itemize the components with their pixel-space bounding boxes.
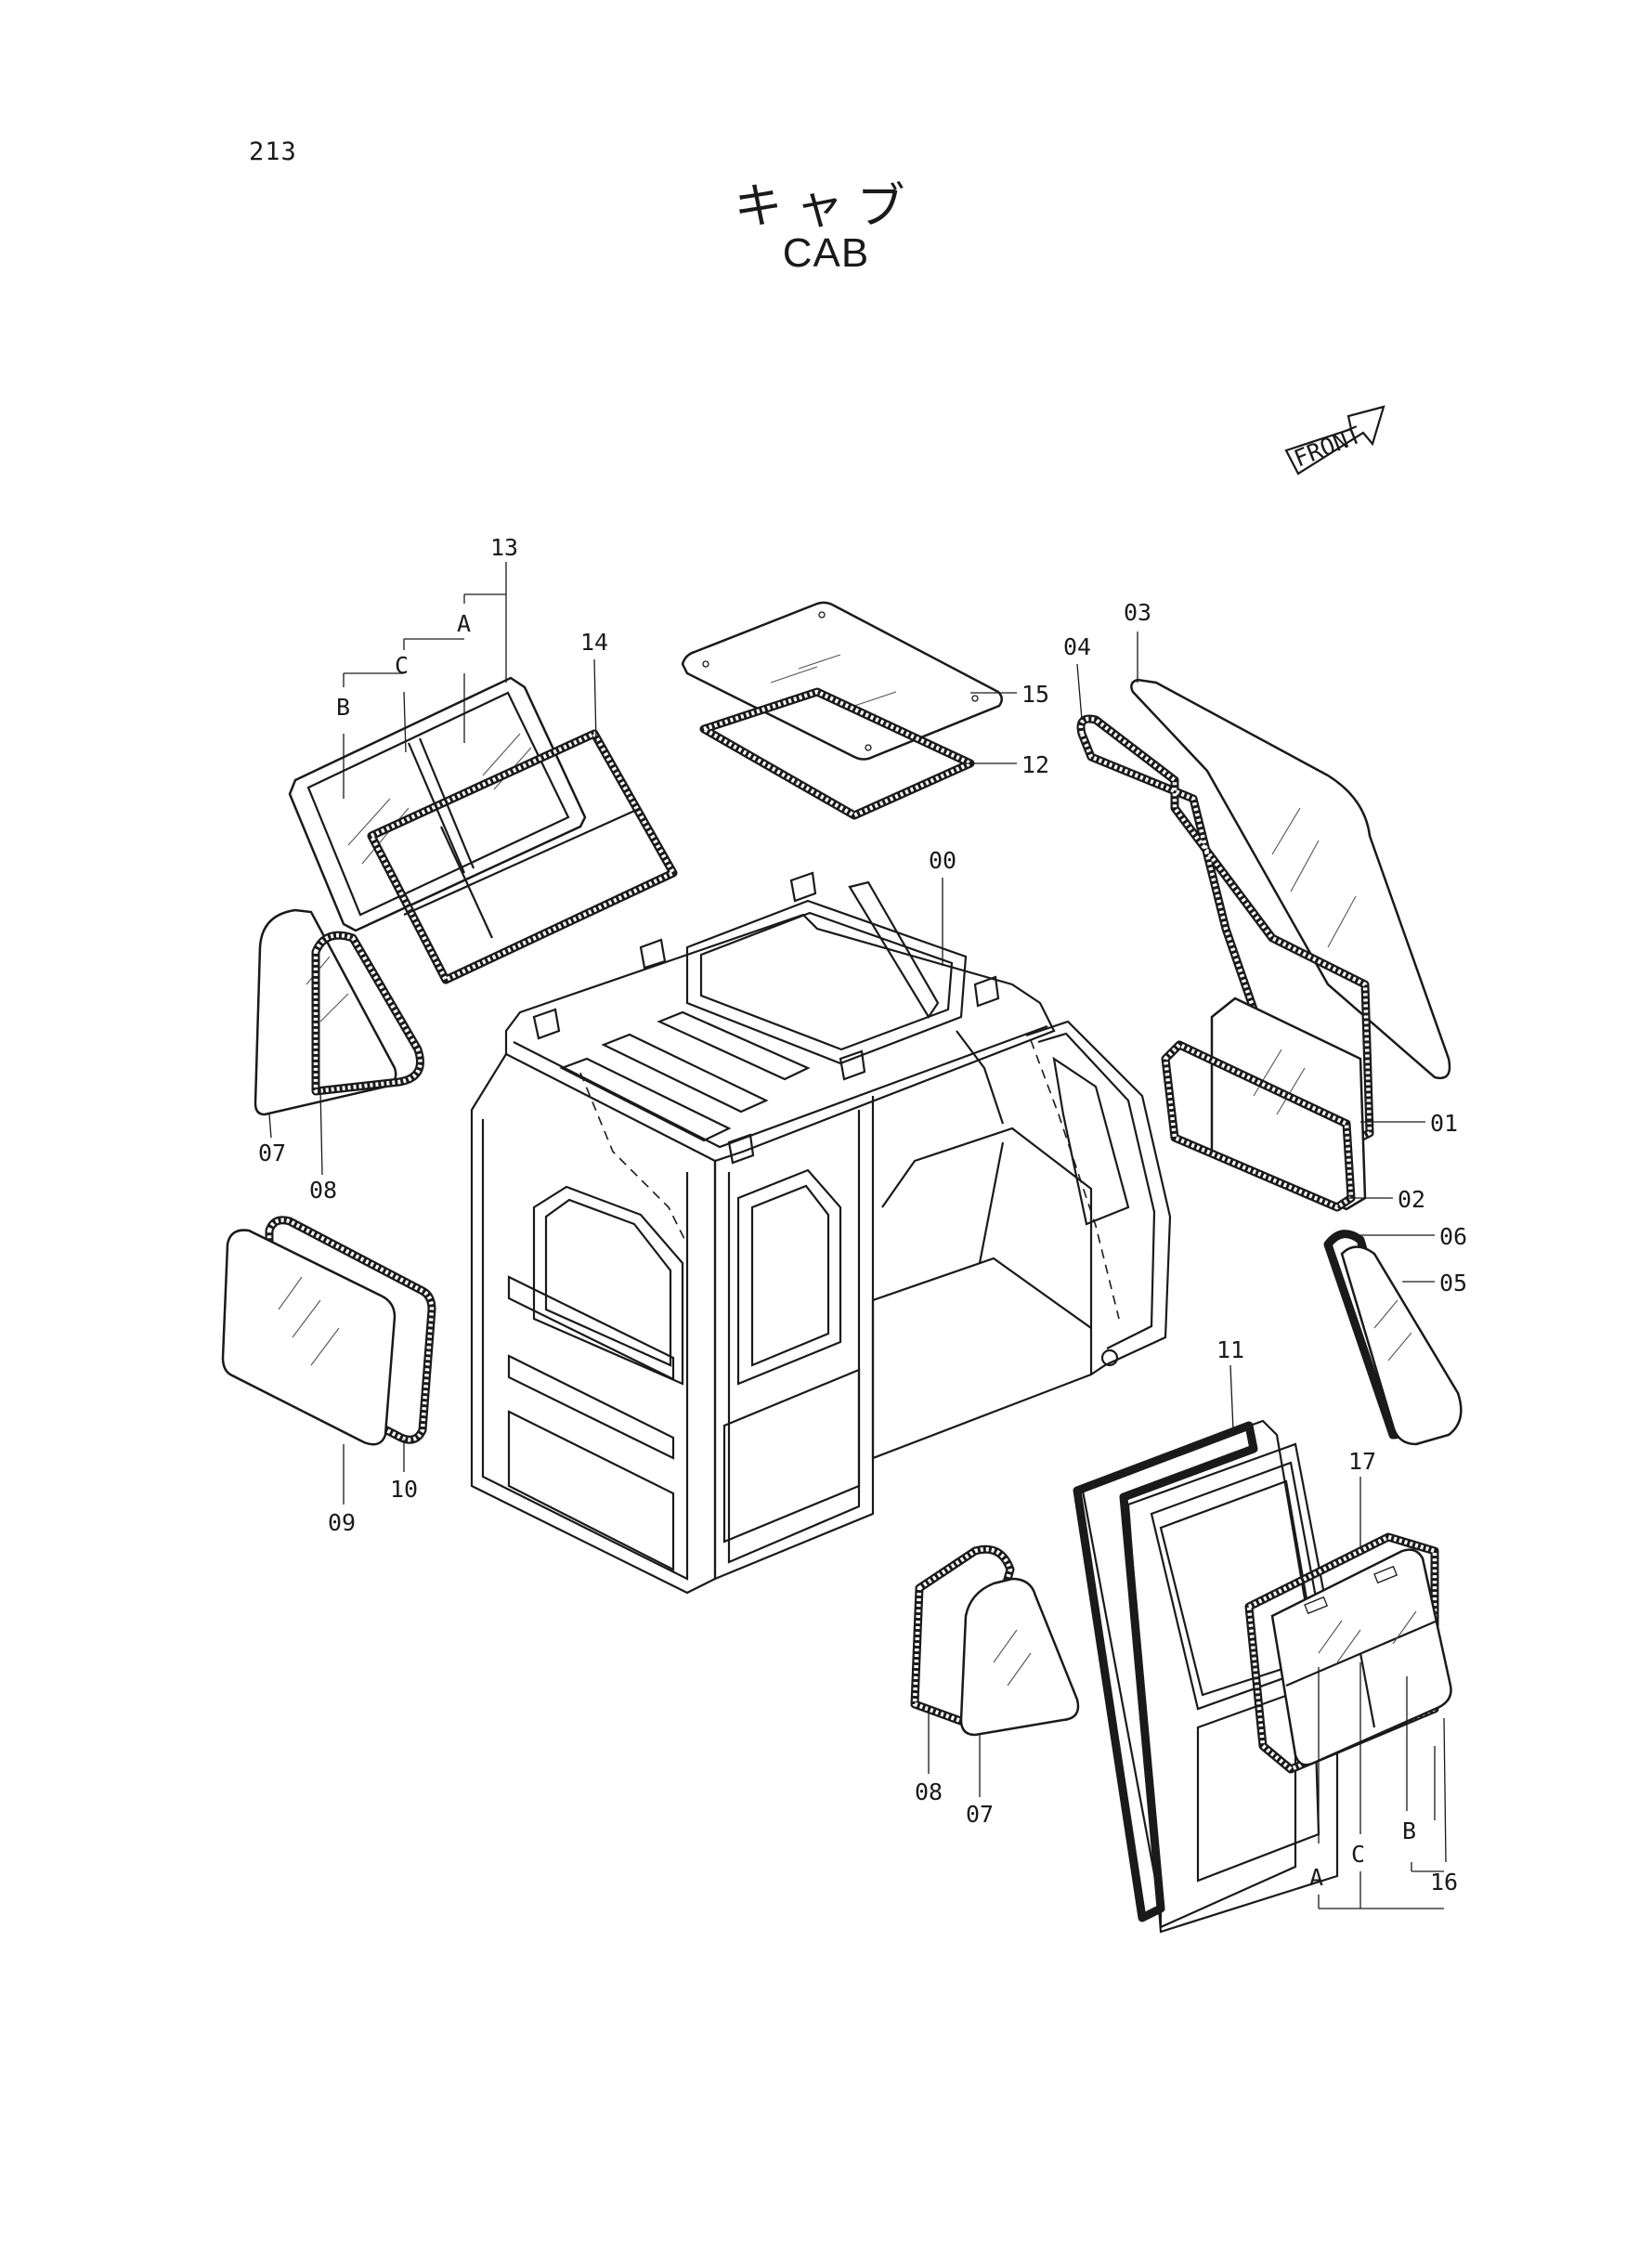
part-14-window-seal [367, 729, 678, 984]
callout-07-lower: 07 [966, 1801, 994, 1828]
page-title-japanese: キャブ [734, 179, 918, 235]
part-10-left-lower-seal [265, 1216, 436, 1444]
page-number: 213 [249, 137, 297, 166]
callout-02: 02 [1398, 1186, 1425, 1213]
part-09-left-lower-glass [221, 1229, 397, 1446]
part-07-lower-triangle-glass [959, 1577, 1080, 1737]
callout-13-c: C [395, 652, 409, 679]
callout-labels: 13 A C B 14 15 12 03 04 00 01 02 06 05 0… [258, 534, 1467, 1896]
part-03-rear-window [1130, 678, 1451, 1080]
callout-01: 01 [1430, 1110, 1458, 1137]
callout-16-a: A [1309, 1864, 1323, 1891]
callout-08-lower: 08 [915, 1778, 943, 1805]
callout-11: 11 [1216, 1336, 1244, 1363]
callout-07-left: 07 [258, 1140, 286, 1166]
part-08-left-triangle-seal [311, 931, 424, 1096]
callout-16-b: B [1402, 1818, 1416, 1844]
callout-08-left: 08 [309, 1177, 337, 1204]
callout-13-b: B [336, 694, 350, 721]
part-04-rear-window-seal [1076, 714, 1374, 1147]
callout-16: 16 [1430, 1869, 1458, 1896]
callout-00: 00 [929, 847, 956, 874]
callout-06: 06 [1439, 1223, 1467, 1250]
callout-17: 17 [1348, 1448, 1376, 1475]
callout-10: 10 [390, 1476, 418, 1503]
callout-12: 12 [1021, 751, 1049, 778]
callout-16-c: C [1351, 1841, 1365, 1868]
callout-14: 14 [580, 629, 608, 656]
front-arrow-icon: FRONT [1284, 405, 1385, 476]
callout-13-a: A [457, 610, 471, 637]
front-label: FRONT [1290, 421, 1365, 472]
callout-04: 04 [1063, 633, 1091, 660]
callout-03: 03 [1124, 599, 1151, 626]
callout-09: 09 [328, 1509, 356, 1536]
part-01-rear-lower-window [1210, 997, 1367, 1211]
cab-body [470, 871, 1172, 1595]
part-15-roof-hatch-glass [681, 601, 1003, 761]
page-title: CAB [782, 230, 870, 276]
callout-05: 05 [1439, 1270, 1467, 1296]
callout-13: 13 [490, 534, 518, 561]
leader-lines [268, 562, 1447, 1909]
callout-15: 15 [1021, 681, 1049, 708]
part-05-small-window-glass [1340, 1245, 1463, 1446]
